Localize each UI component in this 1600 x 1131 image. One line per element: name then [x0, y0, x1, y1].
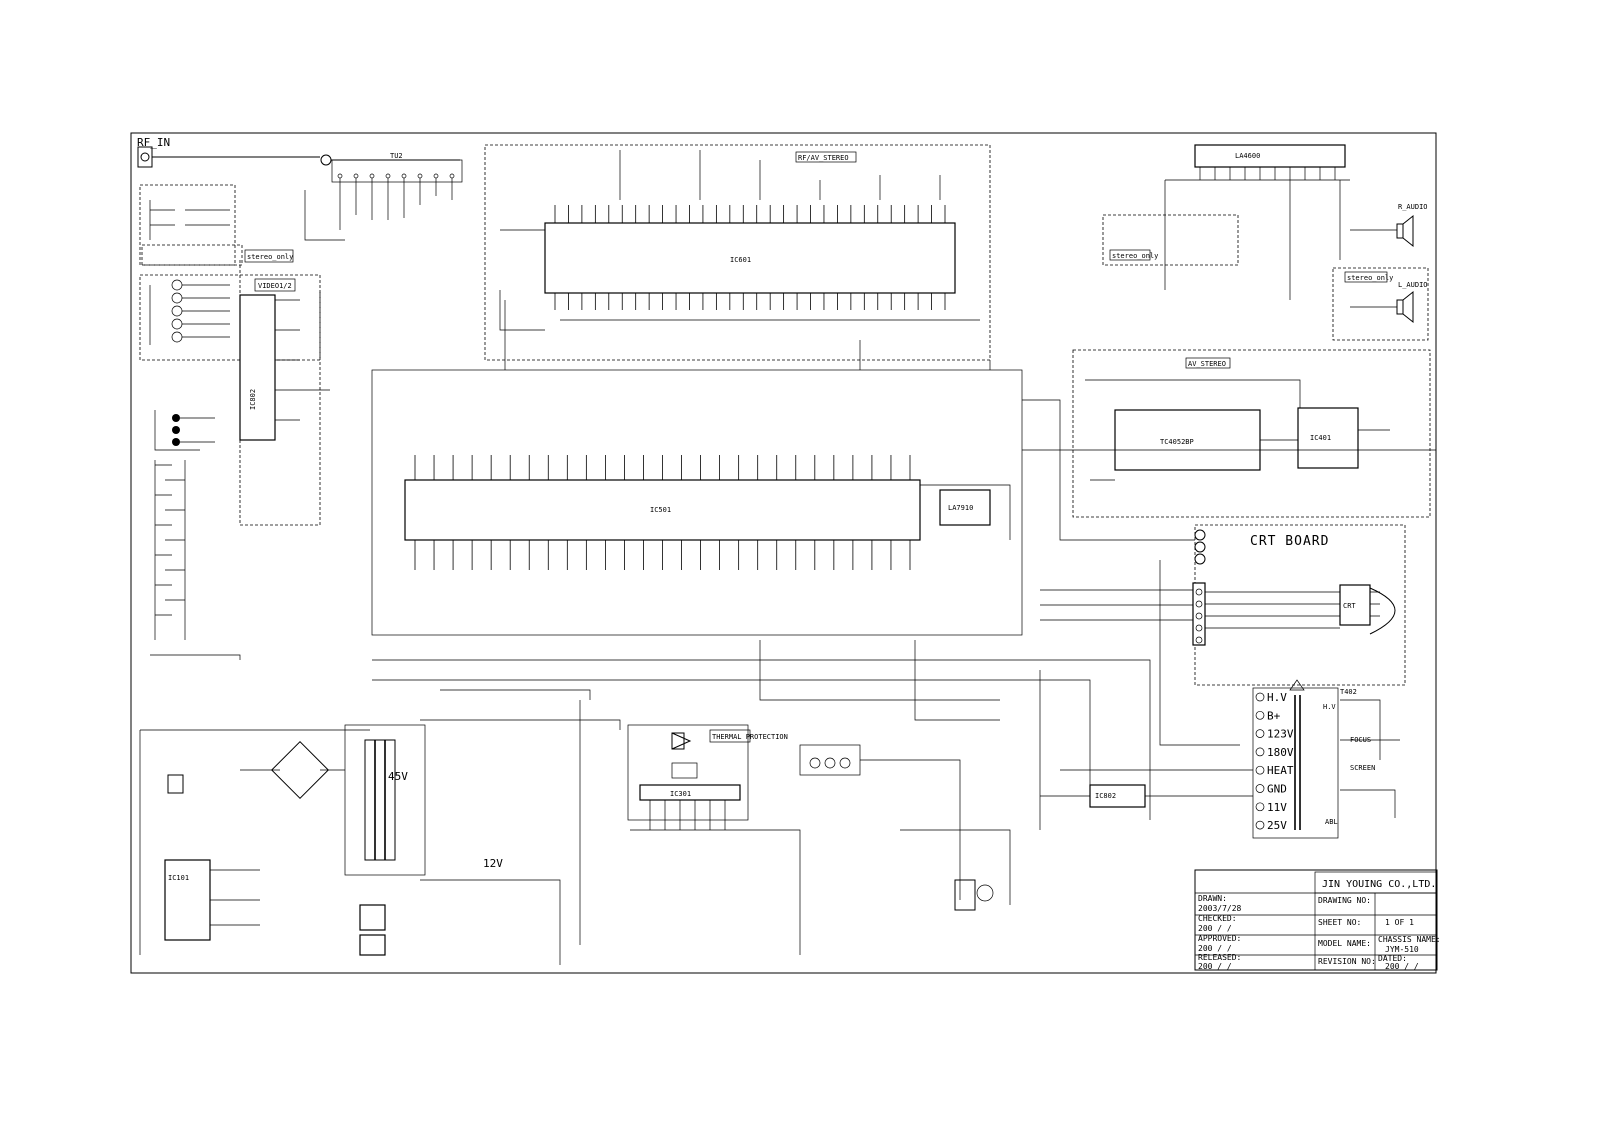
interconnect-wires — [372, 300, 1437, 945]
rail-45v-label: 45V — [388, 770, 408, 783]
dated-value: 200 / / — [1385, 962, 1419, 971]
speaker-icon — [1396, 214, 1414, 324]
flyback-pin — [1255, 710, 1265, 720]
rf-in-label: RF_IN — [137, 136, 170, 149]
dated-label: DATED: — [1378, 954, 1407, 963]
flyback-ref: T402 — [1340, 688, 1357, 696]
crt-board-label: CRT BOARD — [1250, 534, 1329, 549]
stereo-ic-ref: IC601 — [730, 256, 751, 264]
flyback-pin-label: 180V — [1267, 746, 1294, 759]
av-stereo-block: AV_STEREO TC4052BP IC401 — [1072, 349, 1431, 518]
drawn-label: DRAWN: — [1198, 894, 1227, 903]
main-ic-body — [404, 479, 921, 541]
regulator-ref: IC101 — [168, 874, 189, 882]
screen-label: SCREEN — [1350, 764, 1375, 772]
audio-output-block: LA4600 stereo_only stereo_only R_AUDIO L… — [1102, 144, 1429, 341]
sheet-value: 1 OF 1 — [1385, 918, 1414, 927]
sheet-label: SHEET NO: — [1318, 918, 1361, 927]
stereo-only-label-1: stereo_only — [247, 253, 293, 261]
tuner-ref: TU2 — [390, 152, 403, 160]
svg-text:IC802: IC802 — [249, 389, 257, 410]
crt-socket-ref: CRT — [1343, 602, 1356, 610]
flyback-pin-label: 25V — [1267, 819, 1287, 832]
checked-value: 200 / / — [1198, 924, 1232, 933]
flyback-pin — [1255, 729, 1265, 738]
key-switches — [150, 410, 241, 660]
main-ic-ref: IC501 — [650, 506, 671, 514]
flyback-pin-label: 11V — [1267, 801, 1287, 814]
flyback-pin — [1255, 784, 1265, 793]
av-switch-ref: IC802 — [1095, 792, 1116, 800]
thermal-label: THERMAL PROTECTION — [712, 733, 788, 741]
flyback-pin — [1255, 820, 1265, 830]
title-block: JIN YOUING CO.,LTD. DRAWN: 2003/7/28 DRA… — [1194, 869, 1441, 971]
video12-label: VIDEO1/2 — [258, 282, 292, 290]
l-audio-label: L_AUDIO — [1398, 281, 1428, 289]
av-jack-block: stereo_only VIDEO1/2 IC802 — [139, 184, 330, 526]
svg-text:LA7910: LA7910 — [948, 504, 973, 512]
rail-12v-label: 12V — [483, 857, 503, 870]
approved-value: 200 / / — [1198, 944, 1232, 953]
released-label: RELEASED: — [1198, 953, 1241, 962]
flyback-pin-label: B+ — [1267, 709, 1281, 722]
approved-label: APPROVED: — [1198, 934, 1241, 943]
flyback-pin-label: HEAT — [1267, 764, 1294, 777]
drawn-value: 2003/7/28 — [1198, 904, 1242, 913]
chassis-value: JYM-510 — [1385, 945, 1419, 954]
vertical-ic-ref: IC301 — [670, 790, 691, 798]
horizontal-output-block — [799, 744, 1011, 911]
svg-text:TC4052BP: TC4052BP — [1160, 438, 1194, 446]
company-name: JIN YOUING CO.,LTD. — [1322, 879, 1436, 890]
rf-input-section: RF_IN — [137, 136, 460, 168]
main-ic-area: IC501 LA7910 — [371, 369, 1023, 636]
vertical-ic-block: THERMAL PROTECTION IC301 — [627, 724, 801, 955]
av-stereo-label: AV_STEREO — [1188, 360, 1226, 368]
hv-label: H.V — [1323, 703, 1336, 711]
audio-amp-ref: IC401 — [1310, 434, 1331, 442]
flyback-pin-label: 123V — [1267, 728, 1294, 741]
b-plus-regulator: IC802 — [1039, 670, 1253, 830]
crt-board-block: CRT BOARD CRT — [1040, 524, 1406, 746]
revision-label: REVISION NO: — [1318, 957, 1376, 966]
r-audio-label: R_AUDIO — [1398, 203, 1428, 211]
bridge-rectifier — [271, 741, 329, 799]
rf-av-stereo-label: RF/AV_STEREO — [798, 154, 849, 162]
flyback-pin — [1255, 802, 1265, 812]
tuner-block: TU2 — [304, 152, 463, 241]
stereo-only-label-3: stereo_only — [1347, 274, 1393, 282]
power-supply-block: 45V 12V IC101 — [139, 719, 621, 965]
stereo-only-label-2: stereo_only — [1112, 252, 1158, 260]
flyback-block: T402 H.V B+ 123V 180V HEAT GND 11V 25V H.V FOCU… — [1252, 679, 1400, 839]
released-value: 200 / / — [1198, 962, 1232, 971]
svg-text:LA4600: LA4600 — [1235, 152, 1260, 160]
flyback-pin — [1255, 692, 1265, 702]
abl-label: ABL — [1325, 818, 1338, 826]
flyback-pin-label: H.V — [1267, 691, 1287, 704]
drawing-no-label: DRAWING NO: — [1318, 896, 1371, 905]
flyback-pin-label: GND — [1267, 783, 1287, 796]
rf-av-stereo-block: RF/AV_STEREO IC601 — [484, 144, 991, 361]
checked-label: CHECKED: — [1198, 914, 1237, 923]
focus-label: FOCUS — [1350, 736, 1371, 744]
flyback-pin — [1255, 747, 1265, 757]
flyback-pin — [1255, 765, 1265, 775]
chassis-label: CHASSIS NAME: — [1378, 935, 1441, 944]
stereo-ic-body — [544, 222, 956, 294]
main-transformer — [364, 739, 396, 861]
rf-connector-icon — [137, 146, 153, 168]
model-label: MODEL NAME: — [1318, 939, 1371, 948]
